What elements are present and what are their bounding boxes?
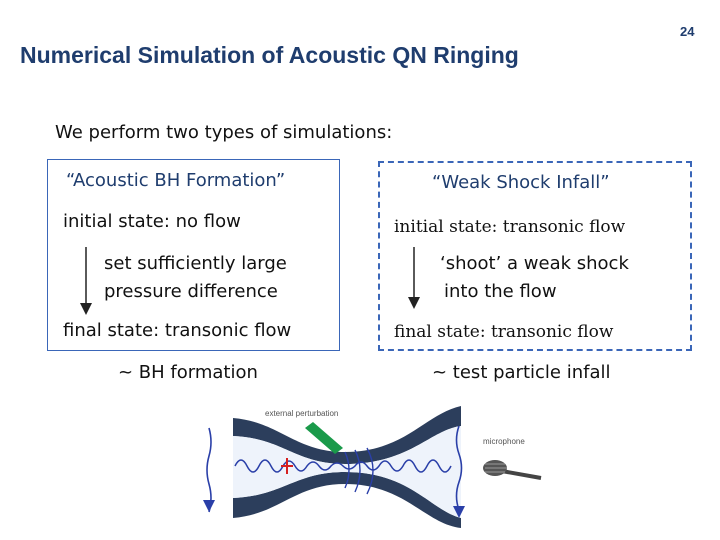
microphone-icon: [483, 460, 542, 480]
right-process-line1: ‘shoot’ a weak shock: [440, 253, 629, 274]
right-final-state: final state: transonic flow: [394, 322, 614, 342]
right-analogy: ~ test particle infall: [432, 362, 611, 383]
right-outgoing-wave: [455, 425, 463, 511]
nozzle-flow-channel: [233, 426, 461, 518]
perturbation-label: external perturbation: [265, 409, 338, 418]
weak-shock-infall-box: [378, 161, 692, 351]
acoustic-ringing-figure: external perturbation microphone: [203, 406, 542, 528]
left-process-line2: pressure difference: [104, 281, 278, 302]
nozzle-upper-wall: [233, 406, 461, 464]
right-initial-state: initial state: transonic flow: [394, 217, 626, 237]
left-final-state: final state: transonic flow: [63, 320, 292, 341]
intro-text: We perform two types of simulations:: [55, 122, 393, 143]
right-down-arrow: [408, 247, 420, 309]
nozzle-lower-wall: [233, 472, 461, 528]
left-initial-state: initial state: no flow: [63, 211, 241, 232]
right-heading: “Weak Shock Infall”: [432, 172, 610, 193]
left-heading: “Acoustic BH Formation”: [66, 170, 286, 191]
slide-title: Numerical Simulation of Acoustic QN Ring…: [20, 42, 519, 68]
left-down-arrow: [80, 247, 92, 315]
left-outgoing-wave: [206, 427, 212, 513]
microphone-label: microphone: [483, 437, 525, 446]
perturbation-jet: [305, 422, 343, 454]
left-process-line1: set sufficiently large: [104, 253, 287, 274]
right-process-line2: into the flow: [444, 281, 557, 302]
sound-wave: [234, 459, 452, 473]
left-analogy: ~ BH formation: [118, 362, 258, 383]
acoustic-bh-formation-box: [47, 159, 340, 351]
page-number: 24: [680, 24, 695, 39]
